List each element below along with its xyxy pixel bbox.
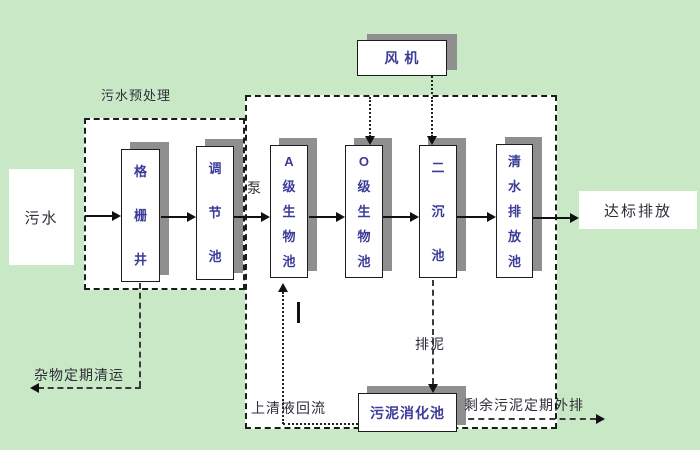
- arrowhead-left-icon: [30, 383, 39, 393]
- arrowhead-down-icon: [427, 136, 437, 145]
- a-level-bio-tank-label: A 级 生 物 池: [282, 154, 296, 269]
- arrowhead-right-icon: [336, 212, 345, 222]
- arrow-grid-well-to-regulating: [161, 216, 188, 218]
- supernatant-line-vertical: [282, 292, 284, 424]
- arrow-regulating-to-a-bio: [234, 216, 262, 218]
- arrowhead-right-icon: [570, 213, 579, 223]
- secondary-sedimentation-tank: 二 沉 池: [419, 145, 457, 278]
- air-line-to-o-bio: [369, 97, 371, 137]
- grid-well-label: 格 栅 井: [133, 163, 147, 267]
- sludge-line-vertical: [432, 280, 434, 384]
- clean-water-discharge-tank: 清 水 排 放 池: [496, 144, 533, 278]
- blower-stub-line: [431, 76, 433, 94]
- effluent-box: 达标排放: [579, 191, 697, 229]
- pump-label: 泵: [247, 180, 262, 196]
- blower-box: 风 机: [357, 40, 447, 76]
- air-line-to-secondary: [431, 97, 433, 137]
- excess-sludge-line: [458, 418, 596, 420]
- sludge-discharge-label: 排泥: [415, 336, 445, 352]
- a-level-bio-tank: A 级 生 物 池: [270, 145, 308, 278]
- arrow-secondary-to-clean-water: [457, 216, 487, 218]
- arrow-a-bio-to-o-bio: [309, 216, 337, 218]
- arrowhead-right-icon: [596, 414, 605, 424]
- excess-sludge-removal-label: 剩余污泥定期外排: [464, 397, 584, 413]
- arrowhead-right-icon: [410, 212, 419, 222]
- supernatant-line-horizontal: [283, 423, 358, 425]
- debris-line-horizontal: [38, 387, 141, 389]
- arrowhead-up-icon: [278, 283, 288, 292]
- regulating-tank-label: 调 节 池: [208, 161, 222, 264]
- regulating-tank: 调 节 池: [196, 146, 234, 280]
- influent-label: 污水: [24, 209, 59, 227]
- sludge-digestion-tank: 污泥消化池: [358, 393, 457, 432]
- o-level-bio-tank: O 级 生 物 池: [345, 145, 383, 278]
- tick-mark: [297, 302, 300, 323]
- effluent-label: 达标排放: [603, 202, 672, 220]
- arrowhead-down-icon: [365, 136, 375, 145]
- arrowhead-right-icon: [112, 211, 121, 221]
- influent-box: 污水: [9, 169, 74, 265]
- sludge-digestion-tank-label: 污泥消化池: [370, 404, 445, 421]
- supernatant-return-label: 上清液回流: [251, 400, 326, 416]
- clean-water-discharge-tank-label: 清 水 排 放 池: [507, 153, 521, 269]
- o-level-bio-tank-label: O 级 生 物 池: [357, 154, 371, 269]
- pretreatment-zone-label: 污水预处理: [101, 88, 172, 103]
- arrowhead-down-icon: [428, 384, 438, 393]
- debris-line-vertical: [139, 283, 141, 387]
- grid-well-tank: 格 栅 井: [121, 149, 160, 282]
- arrow-clean-water-to-effluent: [533, 217, 570, 219]
- secondary-sedimentation-tank-label: 二 沉 池: [431, 159, 445, 263]
- arrow-influent-to-grid-well: [85, 215, 113, 217]
- arrowhead-right-icon: [261, 212, 270, 222]
- blower-label: 风 机: [384, 50, 420, 66]
- debris-removal-label: 杂物定期清运: [34, 367, 124, 383]
- arrowhead-right-icon: [187, 212, 196, 222]
- arrow-o-bio-to-secondary: [383, 216, 411, 218]
- arrowhead-right-icon: [487, 212, 496, 222]
